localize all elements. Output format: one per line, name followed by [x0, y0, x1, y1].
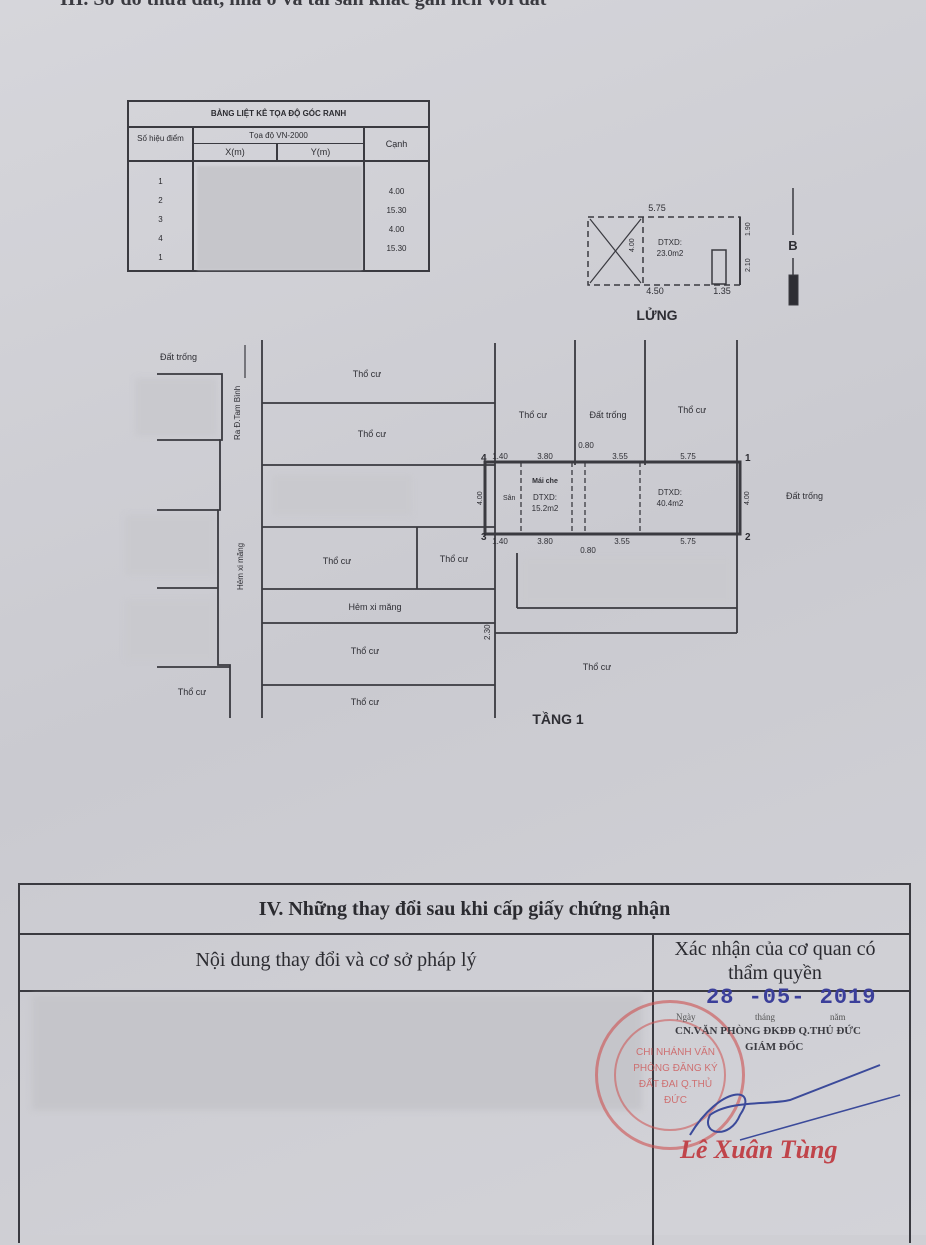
- changes-table: IV. Những thay đổi sau khi cấp giấy chứn…: [18, 883, 911, 1245]
- road-label: Ra Đ.Tam Bình: [233, 386, 242, 440]
- seal-text: CHI NHÁNH VĂN PHÒNG ĐĂNG KÝ ĐẤT ĐAI Q.TH…: [633, 1047, 718, 1106]
- parcel-label: Thổ cư: [583, 662, 612, 672]
- north-arrow-icon: [788, 188, 799, 306]
- stair-icon: [711, 249, 727, 285]
- redacted-area: [522, 558, 732, 604]
- dim-label: 3.55: [614, 537, 630, 546]
- parcel-label: Thổ cư: [178, 687, 207, 697]
- redacted-area: [125, 600, 215, 660]
- dim-label: 4.00: [477, 491, 484, 505]
- header-y: Y(m): [278, 144, 363, 162]
- redacted-area: [135, 378, 217, 436]
- point: 3: [158, 215, 163, 224]
- issuing-office: CN.VĂN PHÒNG ĐKĐĐ Q.THỦ ĐỨC: [675, 1025, 861, 1037]
- header-x: X(m): [194, 144, 278, 162]
- point: 1: [158, 177, 163, 186]
- edge: 4.00: [388, 225, 405, 234]
- alley-label: Hẻm xi măng: [348, 602, 401, 612]
- table-title: BẢNG LIỆT KÊ TỌA ĐỘ GÓC RANH: [129, 102, 428, 128]
- area-value: 40.4m2: [657, 499, 684, 508]
- site-plan: 5.75 DTXD: 23.0m2 4.50 1.35 4.00 1.90 2.…: [157, 188, 823, 727]
- date-label-day: Ngày: [676, 1012, 696, 1022]
- dim-label: 4.00: [744, 491, 751, 505]
- parcel-label: Thổ cư: [440, 554, 469, 564]
- floor1-label: TẦNG 1: [532, 711, 584, 727]
- dim-label: 2.10: [745, 258, 752, 272]
- dim-label: 1.40: [492, 537, 508, 546]
- parcel-label: Thổ cư: [351, 697, 380, 707]
- dim-label: 5.75: [648, 203, 666, 213]
- edge: 15.30: [386, 206, 407, 215]
- dim-label: 3.55: [612, 452, 628, 461]
- redacted-area: [272, 475, 412, 515]
- plot-dimensions: 4 1 3 2 1.40 3.80 0.80 3.55 5.75 1.40 3.…: [477, 441, 751, 555]
- main-plot: [483, 460, 742, 536]
- dim-label: 1.90: [745, 222, 752, 236]
- dim-label: 5.75: [680, 537, 696, 546]
- area-value: 15.2m2: [532, 504, 559, 513]
- header-coords: Tọa độ VN-2000: [194, 128, 363, 144]
- dim-label: 1.35: [713, 286, 731, 296]
- parcel-label: Đất trống: [589, 410, 626, 420]
- point: 1: [158, 253, 163, 262]
- area-label: DTXD:: [533, 493, 557, 502]
- signer-name: Lê Xuân Tùng: [680, 1135, 838, 1164]
- dim-label: 4.50: [646, 286, 664, 296]
- section-title: III. Sơ đồ thửa đất, nhà ở và tài sản kh…: [60, 0, 546, 11]
- point: 2: [158, 196, 163, 205]
- official-seal: CHI NHÁNH VĂN PHÒNG ĐĂNG KÝ ĐẤT ĐAI Q.TH…: [595, 1000, 745, 1150]
- point: 4: [158, 234, 163, 243]
- coordinate-table: BẢNG LIỆT KÊ TỌA ĐỘ GÓC RANH Số hiệu điể…: [127, 100, 430, 272]
- parcel-lines: [157, 340, 738, 718]
- parcel-label: Thổ cư: [351, 646, 380, 656]
- yard-label: Sân: [503, 495, 516, 502]
- header-edge: Cạnh: [363, 128, 428, 162]
- area-label: DTXD:: [658, 488, 682, 497]
- void-cross-icon: [589, 218, 642, 284]
- header-content: Nội dung thay đổi và cơ sở pháp lý: [20, 935, 652, 992]
- point-list: 1 2 3 4 1: [129, 172, 192, 267]
- dim-label: 4.00: [629, 238, 636, 252]
- dim-label: 0.80: [578, 441, 594, 450]
- redacted-coordinates: [197, 166, 362, 270]
- parcel-label: Thổ cư: [323, 556, 352, 566]
- mezzanine-label: LỬNG: [636, 306, 677, 323]
- parcel-label: Thổ cư: [678, 405, 707, 415]
- redacted-area: [125, 515, 215, 575]
- dim-label: 1.40: [492, 452, 508, 461]
- dim-label: 0.80: [580, 546, 596, 555]
- corner-label: 2: [745, 532, 751, 543]
- dim-label: 3.80: [537, 537, 553, 546]
- area-label: DTXD:: [658, 238, 682, 247]
- corner-label: 3: [481, 532, 487, 543]
- dim-label: 2.30: [483, 624, 492, 640]
- corner-label: 4: [481, 453, 487, 464]
- parcel-label: Đất trống: [160, 352, 197, 362]
- header-confirm: Xác nhận của cơ quan có thẩm quyền: [674, 938, 876, 984]
- confirmation-date: 28 -05- 2019: [706, 985, 877, 1010]
- corner-label: 1: [745, 453, 751, 464]
- awning-label: Mái che: [532, 478, 558, 485]
- redacted-content: [32, 995, 642, 1110]
- date-label-month: tháng: [755, 1012, 775, 1022]
- parcel-label: Thổ cư: [358, 429, 387, 439]
- changes-title: IV. Những thay đổi sau khi cấp giấy chứn…: [20, 885, 909, 935]
- edge: 4.00: [388, 187, 405, 196]
- edge-list: 4.00 15.30 4.00 15.30: [365, 182, 428, 258]
- date-label-year: năm: [830, 1012, 846, 1022]
- area-value: 23.0m2: [657, 249, 684, 258]
- signature: [689, 1064, 901, 1141]
- parcel-label: Đất trống: [786, 491, 823, 501]
- edge: 15.30: [386, 244, 407, 253]
- parcel-label: Thổ cư: [519, 410, 548, 420]
- alley-label: Hẻm xi măng: [236, 543, 245, 590]
- signer-position: GIÁM ĐỐC: [745, 1041, 804, 1053]
- dim-label: 5.75: [680, 452, 696, 461]
- north-label: B: [788, 238, 797, 253]
- dim-label: 3.80: [537, 452, 553, 461]
- parcel-label: Thổ cư: [353, 369, 382, 379]
- header-point: Số hiệu điểm: [129, 128, 194, 162]
